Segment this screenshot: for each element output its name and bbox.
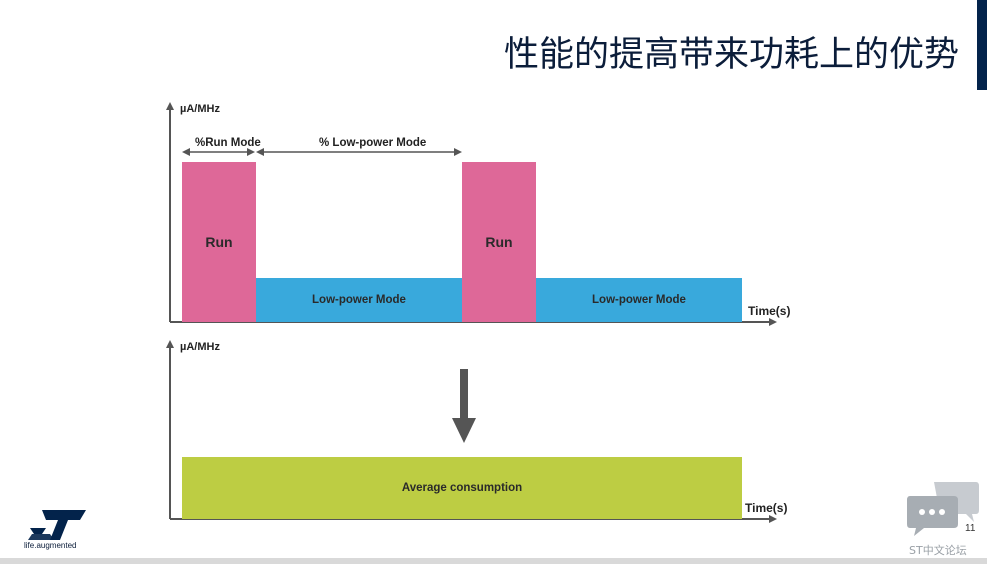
bottom-y-axis-label: µA/MHz [180, 341, 220, 353]
chat-bubbles-icon [907, 482, 979, 536]
run-bar-2: Run [462, 162, 536, 322]
title-accent-bar [977, 0, 987, 90]
low-power-bar-2: Low-power Mode [536, 278, 742, 322]
run-bar-1-label: Run [205, 234, 233, 250]
bottom-strip [0, 558, 987, 564]
low-power-bar-1: Low-power Mode [256, 278, 462, 322]
average-consumption-bar: Average consumption [182, 457, 742, 519]
run-bar-1: Run [182, 162, 256, 322]
top-x-axis-label: Time(s) [748, 304, 791, 318]
st-logo-icon [28, 510, 86, 540]
slide-title: 性能的提高带来功耗上的优势 [503, 35, 959, 75]
span-run-label: %Run Mode [195, 137, 261, 149]
run-bar-2-label: Run [485, 234, 513, 250]
top-y-axis-label: µA/MHz [180, 103, 220, 115]
bottom-x-axis-label: Time(s) [745, 501, 788, 515]
span-low-label: % Low-power Mode [319, 137, 427, 149]
forum-label: ST中文论坛 [909, 544, 967, 557]
logo-tagline: life.augmented [24, 541, 77, 550]
page-number: 11 [965, 523, 976, 534]
average-consumption-label: Average consumption [401, 482, 523, 494]
down-arrow-icon [452, 369, 476, 443]
low-power-bar-2-label: Low-power Mode [592, 294, 686, 306]
low-power-bar-1-label: Low-power Mode [312, 294, 406, 306]
